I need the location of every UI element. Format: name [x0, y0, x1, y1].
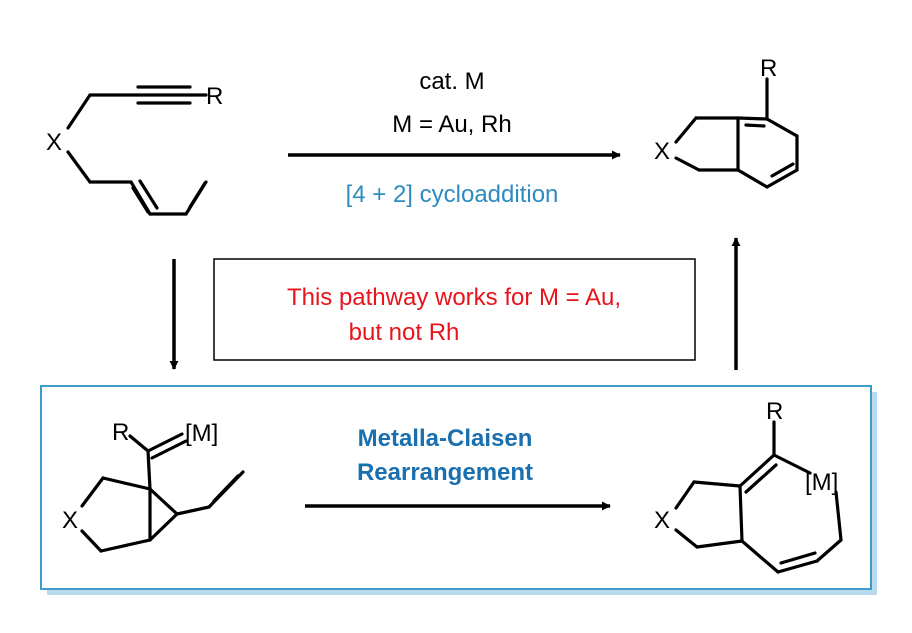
atom-r-substrate: R: [206, 83, 223, 110]
metal-label-intermediate: [M]: [185, 420, 218, 447]
atom-x-substrate: X: [46, 129, 62, 156]
bottom-box: [40, 385, 872, 590]
product-bicycle: [674, 77, 799, 189]
atom-r-product: R: [760, 55, 777, 82]
note-line1: This pathway works for M = Au,: [287, 284, 621, 311]
catalyst-label: cat. M: [419, 68, 484, 95]
metallacycle-intermediate: [674, 420, 843, 574]
atom-r-intermediate: R: [112, 419, 129, 446]
atom-r-metallacycle: R: [766, 398, 783, 425]
carbenoid-intermediate: [80, 432, 245, 553]
substrate-enyne: [66, 85, 208, 216]
atom-x-product: X: [654, 138, 670, 165]
catalyst-options-label: M = Au, Rh: [392, 111, 511, 138]
note-box: [213, 258, 696, 361]
rearrangement-title-line1: Metalla-Claisen: [358, 425, 533, 452]
atom-x-metallacycle: X: [654, 507, 670, 534]
reaction-type-label: [4 + 2] cycloaddition: [346, 181, 559, 208]
metal-label-metallacycle: [M]: [805, 469, 838, 496]
atom-x-intermediate: X: [62, 507, 78, 534]
note-line2: but not Rh: [349, 319, 460, 346]
rearrangement-title-line2: Rearrangement: [357, 459, 533, 486]
